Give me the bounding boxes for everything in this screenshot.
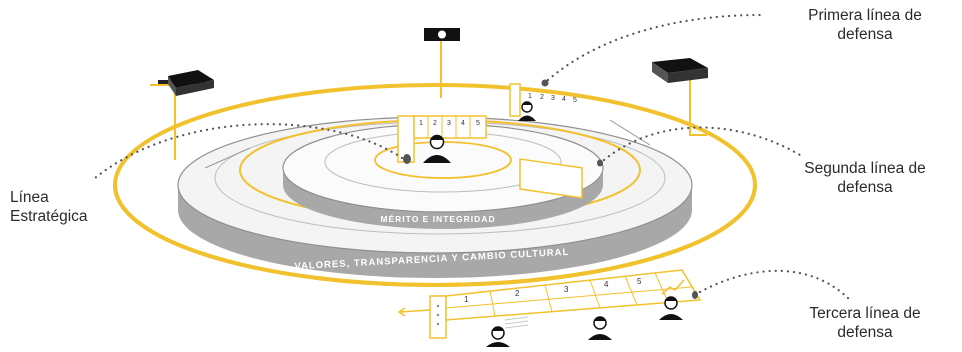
bottom-number-2: 2 (515, 289, 520, 298)
label-segunda-line2: defensa (837, 179, 893, 196)
label-tercera-line2: defensa (837, 324, 893, 341)
leader-estrategica (93, 123, 404, 180)
center-number-2: 2 (433, 120, 437, 127)
primera-dot (541, 79, 549, 87)
leader-segunda (602, 126, 802, 162)
center-number-panel: 1 2 3 4 5 (397, 115, 487, 163)
tr-number-3: 3 (551, 95, 555, 102)
person-icon (518, 101, 536, 121)
bottom-number-3: 3 (564, 285, 569, 294)
label-segunda-line1: Segunda línea de (804, 160, 926, 177)
bottom-arrow (397, 307, 431, 317)
label-primera-linea: Primera línea de defensa (770, 6, 960, 44)
tr-number-1: 1 (528, 93, 532, 100)
center-number-4: 4 (461, 120, 465, 127)
label-primera-line1: Primera línea de (808, 7, 922, 24)
briefcase-icon (150, 70, 214, 160)
tercera-dot (692, 291, 698, 299)
top-right-number-panel: 1 2 3 4 5 (509, 83, 583, 199)
camera-icon (424, 28, 460, 98)
label-estrategica-line1: Línea (10, 189, 49, 206)
person-icon (588, 316, 612, 340)
leader-primera (546, 13, 762, 82)
trend-chart-icon (661, 279, 685, 295)
label-estrategica-line2: Estratégica (10, 208, 88, 225)
division-line-right (609, 119, 651, 146)
label-segunda-linea: Segunda línea de defensa (770, 159, 960, 197)
ring-label-inner: MÉRITO E INTEGRIDAD (380, 214, 495, 224)
bottom-number-1: 1 (464, 295, 469, 304)
label-linea-estrategica: Línea Estratégica (10, 188, 120, 226)
label-tercera-linea: Tercera línea de defensa (770, 304, 960, 342)
tr-number-4: 4 (562, 96, 566, 103)
person-icon (486, 326, 510, 347)
leader-tercera (698, 269, 852, 302)
estrategica-dot (403, 154, 411, 164)
bottom-number-panel: 1 2 3 4 5 (429, 269, 702, 339)
person-icon (423, 134, 451, 163)
segunda-dot (597, 159, 603, 167)
outer-yellow-orbit-front (113, 184, 757, 287)
tr-number-2: 2 (540, 94, 544, 101)
division-line-left (204, 147, 251, 169)
briefcase-icon (652, 58, 708, 136)
center-number-3: 3 (447, 120, 451, 127)
label-primera-line2: defensa (837, 26, 893, 43)
center-number-1: 1 (419, 120, 423, 127)
tr-number-5: 5 (573, 97, 577, 104)
person-icon (659, 296, 683, 320)
center-number-5: 5 (476, 120, 480, 127)
bottom-number-5: 5 (637, 277, 642, 286)
bottom-number-4: 4 (604, 280, 609, 289)
label-tercera-line1: Tercera línea de (809, 305, 921, 322)
